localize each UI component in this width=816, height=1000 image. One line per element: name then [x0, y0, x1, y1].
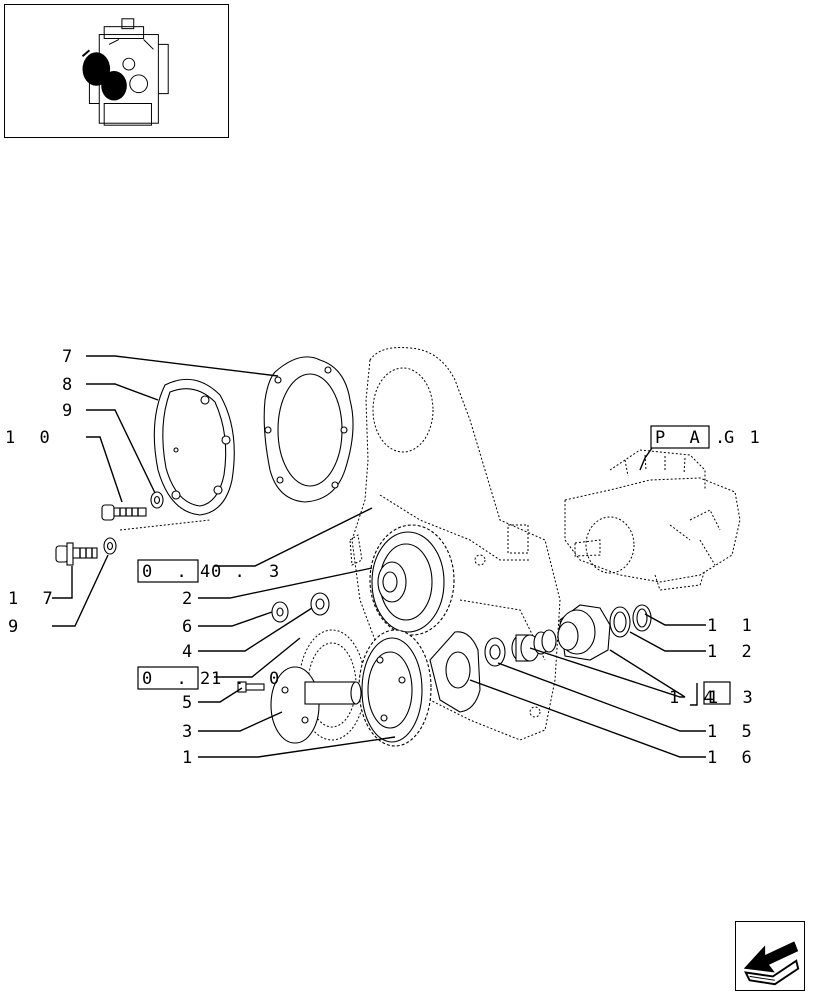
bushing-part-4 — [310, 592, 330, 616]
reference-012-label[interactable]: 0 . 1 — [142, 669, 228, 689]
reference-012-0[interactable]: 0 . 1 2 . 0 — [137, 666, 286, 690]
injection-pump-outline — [564, 449, 741, 591]
callout-12: 1 2 — [707, 642, 759, 662]
previous-page-arrow-icon — [743, 941, 800, 986]
bushing-part-6 — [271, 601, 289, 623]
washer-hole — [153, 495, 161, 505]
reference-pag-suffix: . 1 — [715, 428, 767, 448]
o-ring-part-12 — [609, 606, 631, 638]
bearing-part-13 — [533, 629, 557, 655]
callout-9-upper: 9 — [62, 401, 79, 421]
reference-004-suffix: 4 . 3 — [200, 562, 286, 582]
reference-box — [137, 559, 199, 583]
reference-pag-1[interactable]: P A G . 1 — [650, 425, 767, 449]
washer-hole — [106, 541, 114, 551]
callout-9-lower: 9 — [8, 617, 25, 637]
gasket-part-7 — [263, 356, 354, 503]
seal-part-15 — [484, 637, 506, 667]
reference-pag-label[interactable]: P A G — [655, 428, 741, 448]
pump-drive-housing — [557, 604, 611, 661]
reference-012-suffix: 2 . 0 — [200, 669, 286, 689]
o-ring-part-11 — [632, 604, 652, 632]
bolt-part-17 — [55, 542, 98, 566]
callout-16: 1 6 — [707, 748, 759, 768]
callout-15: 1 5 — [707, 722, 759, 742]
drive-gear-part-2 — [369, 524, 455, 636]
callout-4: 4 — [182, 642, 199, 662]
previous-page-button[interactable] — [735, 921, 805, 991]
leader-lines — [52, 355, 706, 758]
reference-004-label[interactable]: 0 . 0 — [142, 562, 228, 582]
bolt-part-10 — [101, 504, 147, 521]
reference-004-3[interactable]: 0 . 0 4 . 3 — [137, 559, 286, 583]
cover-plate-part-8 — [153, 378, 235, 516]
flange-gasket-part-16 — [429, 631, 481, 713]
callout-7: 7 — [62, 347, 79, 367]
reference-box — [137, 666, 199, 690]
assembly-axis-line — [119, 519, 211, 531]
callout-1: 1 — [182, 748, 199, 768]
callout-2: 2 — [182, 589, 199, 609]
callout-11: 1 1 — [707, 616, 759, 636]
callout-6: 6 — [182, 617, 199, 637]
engine-thumbnail — [4, 4, 229, 138]
callout-5: 5 — [182, 693, 199, 713]
callout-8: 8 — [62, 375, 79, 395]
callout-13-box — [703, 681, 731, 705]
callout-14: 1 4 — [669, 688, 721, 708]
callout-17: 1 7 — [8, 589, 60, 609]
callout-10: 1 0 — [5, 428, 57, 448]
idler-gear-part-1 — [298, 629, 432, 747]
screw-part-5 — [237, 681, 265, 693]
reference-box — [650, 425, 710, 449]
callout-13: 1 3 — [708, 688, 760, 708]
callout-3: 3 — [182, 722, 199, 742]
hub-flange-part-3 — [270, 666, 362, 744]
engine-location-icon — [81, 18, 169, 126]
